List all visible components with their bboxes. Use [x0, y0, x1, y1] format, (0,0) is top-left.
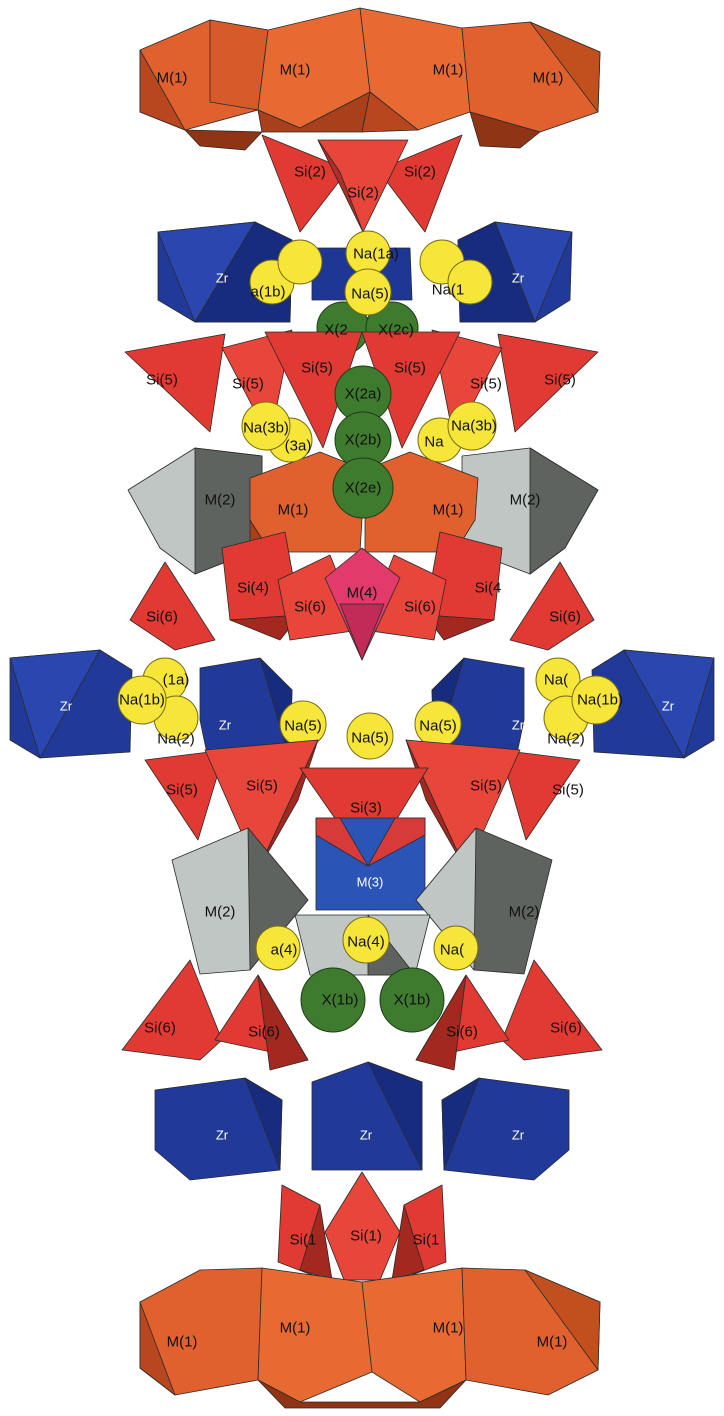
label-na-partial-right-cluster: Na(: [544, 672, 568, 689]
label-si5-lower-4: Si(5): [552, 782, 584, 799]
x2-spheres-middle: [335, 366, 391, 468]
label-m3: M(3): [357, 875, 384, 890]
label-x2a: X(2a): [345, 386, 382, 403]
label-zr-lower-center: Zr: [360, 1128, 373, 1143]
label-si5-lower-3: Si(5): [470, 778, 502, 795]
label-na2-left: Na(2): [157, 731, 195, 748]
label-x2-partial: X(2: [324, 322, 347, 339]
label-na1a-upper: Na(1a): [353, 246, 399, 263]
label-x1b-left: X(1b): [322, 992, 359, 1009]
label-si3: Si(3): [350, 800, 382, 817]
label-zr-middle-2: Zr: [219, 718, 232, 733]
m3-polyhedron: [316, 818, 425, 910]
label-x2c: X(2c): [378, 322, 414, 339]
zr-octahedra-lower: [155, 1062, 569, 1180]
label-si6-outer-right: Si(6): [549, 609, 581, 626]
si2-tetrahedra: [262, 135, 462, 232]
label-x1b-right: X(1b): [394, 992, 431, 1009]
label-zr-middle-3: Zr: [512, 718, 525, 733]
label-si6-inner-left: Si(6): [294, 599, 326, 616]
label-m2-lower-left: M(2): [205, 904, 236, 921]
label-m2-lower-right: M(2): [509, 904, 540, 921]
label-na4-partial-left: a(4): [271, 942, 298, 959]
label-si5-upper-5: Si(5): [470, 376, 502, 393]
label-si6-lower-2: Si(6): [248, 1024, 280, 1041]
label-m2-upper-left: M(2): [205, 492, 236, 509]
label-zr-upper-left: Zr: [216, 271, 229, 286]
label-na1b-partial-left: a(1b): [250, 284, 285, 301]
label-na1a-partial-left: (1a): [163, 672, 190, 689]
label-si5-lower-2: Si(5): [246, 778, 278, 795]
label-si4-left: Si(4): [237, 580, 269, 597]
label-x2b: X(2b): [345, 432, 382, 449]
label-m4: M(4): [347, 585, 378, 602]
label-na2-right: Na(2): [547, 731, 585, 748]
label-m1-bottom-4: M(1): [537, 1334, 568, 1351]
m1-layer-top: [140, 8, 600, 150]
label-na1b-right: Na(1b): [577, 692, 623, 709]
si6-tetrahedra-lower: [122, 960, 602, 1070]
label-si6-lower-4: Si(6): [550, 1020, 582, 1037]
label-si1-right: Si(1: [413, 1232, 440, 1249]
label-si2-right: Si(2): [404, 164, 436, 181]
label-zr-upper-right: Zr: [512, 271, 525, 286]
label-zr-middle-4: Zr: [662, 699, 675, 714]
label-na3b-left: Na(3b): [243, 420, 289, 437]
label-si6-lower-1: Si(6): [144, 1020, 176, 1037]
label-si1-center: Si(1): [350, 1228, 382, 1245]
label-na5-right: Na(5): [419, 718, 457, 735]
label-si6-lower-3: Si(6): [446, 1024, 478, 1041]
label-x2e: X(2e): [345, 480, 382, 497]
label-na-partial-right: Na: [424, 434, 444, 451]
label-m1-top-1: M(1): [157, 70, 188, 87]
label-na1b-partial-right: Na(1: [432, 282, 465, 299]
label-m1-bottom-3: M(1): [433, 1320, 464, 1337]
m1-layer-bottom: [140, 1268, 600, 1408]
label-m2-upper-right: M(2): [510, 492, 541, 509]
label-na5-center: Na(5): [351, 730, 389, 747]
label-na5-upper: Na(5): [351, 286, 389, 303]
label-si1-left: Si(1: [290, 1232, 317, 1249]
label-m1-middle-left: M(1): [278, 502, 309, 519]
label-si5-upper-2: Si(5): [232, 376, 264, 393]
label-si5-upper-4: Si(5): [394, 360, 426, 377]
label-si5-lower-1: Si(5): [166, 782, 198, 799]
label-na5-left: Na(5): [284, 718, 322, 735]
label-si2-left: Si(2): [294, 164, 326, 181]
label-na4-center: Na(4): [347, 934, 385, 951]
si1-tetrahedra: [278, 1172, 446, 1280]
label-si2-center: Si(2): [347, 185, 379, 202]
label-m1-top-2: M(1): [280, 62, 311, 79]
label-zr-lower-right: Zr: [512, 1128, 525, 1143]
label-zr-middle-1: Zr: [60, 699, 73, 714]
label-m1-bottom-1: M(1): [167, 1334, 198, 1351]
label-na1b-left: Na(1b): [119, 692, 165, 709]
label-na4-partial-right: Na(: [440, 942, 464, 959]
label-m1-middle-right: M(1): [433, 502, 464, 519]
label-m1-top-4: M(1): [533, 70, 564, 87]
label-zr-lower-left: Zr: [216, 1128, 229, 1143]
label-si6-outer-left: Si(6): [146, 609, 178, 626]
label-si6-inner-right: Si(6): [404, 599, 436, 616]
label-na3a-partial: (3a): [285, 438, 312, 455]
label-si5-upper-6: Si(5): [544, 372, 576, 389]
label-m1-bottom-2: M(1): [280, 1320, 311, 1337]
label-si4-right: Si(4: [475, 580, 502, 597]
label-si5-upper-1: Si(5): [146, 372, 178, 389]
label-m1-top-3: M(1): [433, 62, 464, 79]
label-si5-upper-3: Si(5): [301, 360, 333, 377]
label-na3b-right: Na(3b): [451, 418, 497, 435]
